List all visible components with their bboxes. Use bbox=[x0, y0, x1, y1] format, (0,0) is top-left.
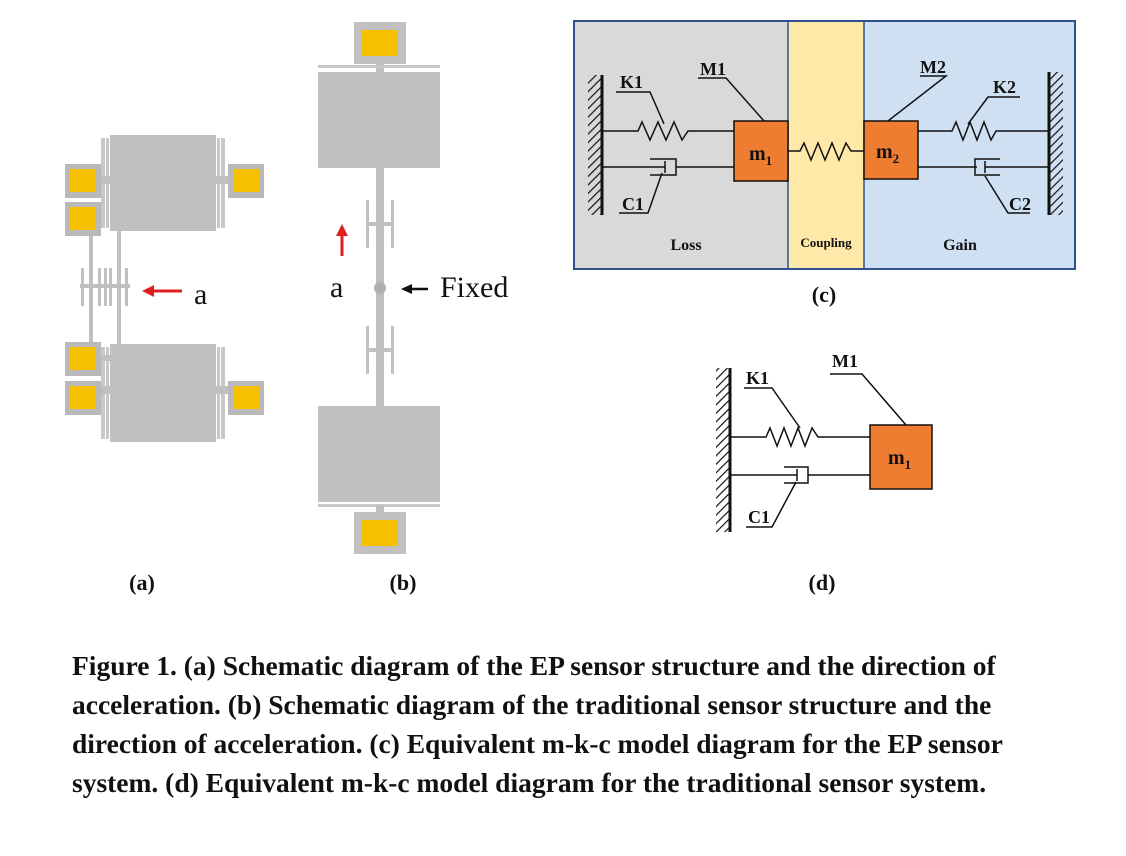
mass-m1-d-sub: 1 bbox=[905, 457, 912, 472]
panel-b-annotation-a: a bbox=[330, 271, 343, 304]
label-m1-c: M1 bbox=[700, 59, 726, 79]
panel-b-diagram: a Fixed bbox=[318, 22, 508, 554]
label-c1-d: C1 bbox=[748, 507, 770, 527]
bottom-proof-mass-b bbox=[318, 406, 440, 502]
label-m2-c: M2 bbox=[920, 57, 946, 77]
label-k2-c: K2 bbox=[993, 77, 1016, 97]
coupling-spring bbox=[788, 141, 864, 162]
mass-m1-d bbox=[869, 424, 933, 490]
damper-c2-c bbox=[918, 158, 1049, 176]
coupling-region bbox=[788, 21, 864, 269]
left-wall-c bbox=[588, 75, 602, 215]
mass-m1-c bbox=[733, 120, 789, 182]
fixed-point bbox=[374, 282, 386, 294]
mass-m2-c bbox=[863, 120, 919, 180]
acceleration-arrow-b bbox=[336, 224, 348, 256]
svg-text:m1: m1 bbox=[888, 447, 911, 472]
label-c1-c: C1 bbox=[622, 194, 644, 214]
region-label-coupling: Coupling bbox=[800, 235, 852, 250]
top-proof-mass bbox=[110, 135, 216, 231]
spring-k1-d bbox=[730, 425, 870, 449]
wall-d bbox=[716, 368, 730, 532]
label-k1-c: K1 bbox=[620, 72, 643, 92]
top-proof-mass-b bbox=[318, 72, 440, 168]
panel-a-label: (a) bbox=[129, 570, 155, 595]
panel-b-label: (b) bbox=[389, 570, 417, 595]
panel-c-diagram: m1 m2 K1 M1 M2 K2 C1 C2 Loss Cou bbox=[573, 20, 1076, 270]
region-label-gain: Gain bbox=[943, 237, 977, 254]
region-label-loss: Loss bbox=[670, 237, 701, 254]
label-k1-d: K1 bbox=[746, 368, 769, 388]
spring-k2-c bbox=[918, 119, 1049, 143]
figure-canvas: a a bbox=[65, 20, 1076, 554]
svg-text:m2: m2 bbox=[876, 141, 899, 166]
right-wall-c bbox=[1049, 72, 1063, 215]
panel-d-label: (d) bbox=[808, 570, 836, 595]
damper-c1-c bbox=[602, 158, 734, 176]
panel-c-label: (c) bbox=[811, 282, 837, 307]
panel-a-annotation: a bbox=[194, 278, 207, 311]
anchor-pads bbox=[65, 164, 264, 415]
spring-k1-c bbox=[602, 120, 734, 142]
panel-a-diagram: a bbox=[65, 135, 264, 442]
acceleration-arrow-a bbox=[142, 285, 182, 297]
panel-b-annotation-fixed: Fixed bbox=[440, 271, 508, 304]
figure-caption: Figure 1. (a) Schematic diagram of the E… bbox=[72, 650, 1003, 798]
mass-m1-c-sub: 1 bbox=[766, 153, 773, 168]
panel-d-diagram: m1 K1 M1 C1 bbox=[716, 351, 933, 532]
mass-m1-d-label: m bbox=[888, 447, 905, 469]
mass-m2-c-sub: 2 bbox=[893, 151, 900, 166]
label-m1-d: M1 bbox=[832, 351, 858, 371]
damper-c1-d bbox=[730, 466, 870, 484]
mass-m1-c-label: m bbox=[749, 143, 766, 165]
bottom-proof-mass bbox=[110, 344, 216, 442]
svg-text:m1: m1 bbox=[749, 143, 772, 168]
mass-m2-c-label: m bbox=[876, 141, 893, 163]
fixed-arrow bbox=[401, 284, 428, 294]
label-c2-c: C2 bbox=[1009, 194, 1031, 214]
